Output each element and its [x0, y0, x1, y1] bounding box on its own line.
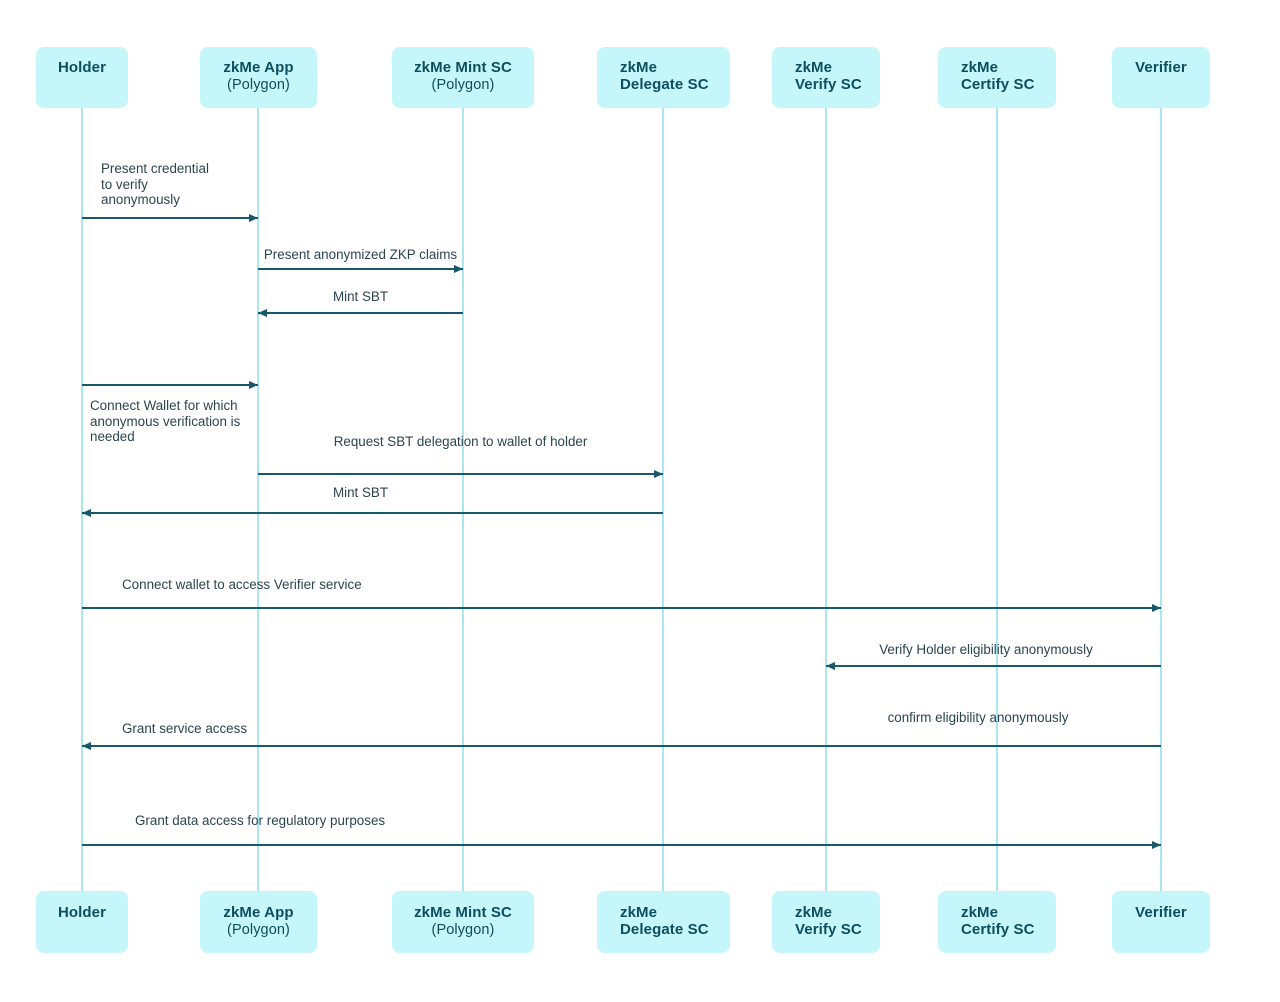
arrow-line — [258, 268, 463, 270]
actor-label: Holder — [57, 59, 107, 76]
lifeline-zkme-delegate-sc — [662, 108, 664, 891]
message-label-present-zkp-claims: Present anonymized ZKP claims — [263, 247, 458, 262]
actor-bottom-zkme-verify-sc: zkMe Verify SC — [772, 891, 880, 953]
actor-label: zkMe — [620, 59, 658, 76]
lifeline-verifier — [1160, 108, 1162, 891]
actor-label: zkMe App — [223, 904, 294, 921]
actor-sublabel: Certify SC — [961, 920, 1035, 938]
actor-top-verifier: Verifier — [1112, 47, 1210, 108]
message-label-grant-service-access: Grant service access — [122, 721, 248, 736]
actor-label: zkMe Mint SC — [414, 59, 512, 76]
actor-bottom-zkme-app: zkMe App (Polygon) — [200, 891, 317, 953]
arrowhead-icon — [258, 309, 267, 317]
actor-bottom-verifier: Verifier — [1112, 891, 1210, 953]
message-label-present-credential: Present credential to verify anonymously — [101, 161, 209, 208]
message-label-connect-wallet-verifier: Connect wallet to access Verifier servic… — [122, 577, 362, 592]
message-arrow-grant-data-access — [82, 841, 1161, 849]
arrow-line — [82, 384, 258, 386]
message-arrow-present-zkp-claims — [258, 265, 463, 273]
actor-bottom-zkme-delegate-sc: zkMe Delegate SC — [597, 891, 730, 953]
arrow-line — [82, 607, 1161, 609]
arrowhead-icon — [454, 265, 463, 273]
actor-top-zkme-delegate-sc: zkMe Delegate SC — [597, 47, 730, 108]
message-label-confirm-eligibility: confirm eligibility anonymously — [887, 710, 1069, 725]
message-label-verify-eligibility: Verify Holder eligibility anonymously — [879, 642, 1093, 657]
arrowhead-icon — [1152, 604, 1161, 612]
arrow-line — [258, 312, 463, 314]
actor-top-zkme-mint-sc: zkMe Mint SC (Polygon) — [392, 47, 534, 108]
actor-top-holder: Holder — [36, 47, 128, 108]
actor-sublabel: Verify SC — [795, 75, 862, 93]
actor-label: zkMe — [620, 904, 658, 921]
actor-label: zkMe — [961, 59, 999, 76]
message-arrow-present-credential — [82, 214, 258, 222]
arrowhead-icon — [82, 509, 91, 517]
arrowhead-icon — [82, 742, 91, 750]
actor-top-zkme-certify-sc: zkMe Certify SC — [938, 47, 1056, 108]
message-arrow-verify-eligibility — [826, 662, 1161, 670]
message-label-mint-sbt-2: Mint SBT — [332, 485, 389, 500]
actor-bottom-holder: Holder — [36, 891, 128, 953]
actor-sublabel: Verify SC — [795, 920, 862, 938]
message-arrow-connect-wallet — [82, 381, 258, 389]
actor-top-zkme-app: zkMe App (Polygon) — [200, 47, 317, 108]
actor-label: zkMe Mint SC — [414, 904, 512, 921]
arrowhead-icon — [826, 662, 835, 670]
arrowhead-icon — [654, 470, 663, 478]
message-arrow-mint-sbt-1 — [258, 309, 463, 317]
actor-bottom-zkme-mint-sc: zkMe Mint SC (Polygon) — [392, 891, 534, 953]
message-label-connect-wallet: Connect Wallet for which anonymous verif… — [90, 398, 241, 445]
lifeline-zkme-app — [257, 108, 259, 891]
actor-label: zkMe — [795, 59, 833, 76]
actor-sublabel: Certify SC — [961, 75, 1035, 93]
actor-sublabel: Delegate SC — [620, 75, 709, 93]
message-label-request-sbt-delegation: Request SBT delegation to wallet of hold… — [333, 434, 588, 449]
arrow-line — [82, 217, 258, 219]
actor-label: zkMe — [961, 904, 999, 921]
actor-sublabel: Delegate SC — [620, 920, 709, 938]
actor-label: Verifier — [1135, 59, 1187, 76]
actor-label: Holder — [57, 904, 107, 921]
lifeline-zkme-mint-sc — [462, 108, 464, 891]
arrow-line — [826, 665, 1161, 667]
actor-label: zkMe App — [223, 59, 294, 76]
actor-label: Verifier — [1135, 904, 1187, 921]
arrow-line — [82, 512, 663, 514]
actor-sublabel: (Polygon) — [227, 76, 290, 93]
message-arrow-request-sbt-delegation — [258, 470, 663, 478]
actor-label: zkMe — [795, 904, 833, 921]
message-label-grant-data-access: Grant data access for regulatory purpose… — [135, 813, 386, 828]
actor-sublabel: (Polygon) — [431, 76, 495, 93]
arrow-line — [258, 473, 663, 475]
message-arrow-mint-sbt-2 — [82, 509, 663, 517]
actor-top-zkme-verify-sc: zkMe Verify SC — [772, 47, 880, 108]
arrow-line — [82, 844, 1161, 846]
message-arrow-grant-service-access — [82, 742, 1161, 750]
lifeline-holder — [81, 108, 83, 891]
message-arrow-connect-wallet-verifier — [82, 604, 1161, 612]
actor-bottom-zkme-certify-sc: zkMe Certify SC — [938, 891, 1056, 953]
actor-sublabel: (Polygon) — [227, 921, 290, 938]
message-label-mint-sbt-1: Mint SBT — [332, 289, 389, 304]
actor-sublabel: (Polygon) — [431, 921, 495, 938]
arrowhead-icon — [1152, 841, 1161, 849]
lifeline-zkme-certify-sc — [996, 108, 998, 891]
arrowhead-icon — [249, 214, 258, 222]
lifeline-zkme-verify-sc — [825, 108, 827, 891]
arrow-line — [82, 745, 1161, 747]
arrowhead-icon — [249, 381, 258, 389]
